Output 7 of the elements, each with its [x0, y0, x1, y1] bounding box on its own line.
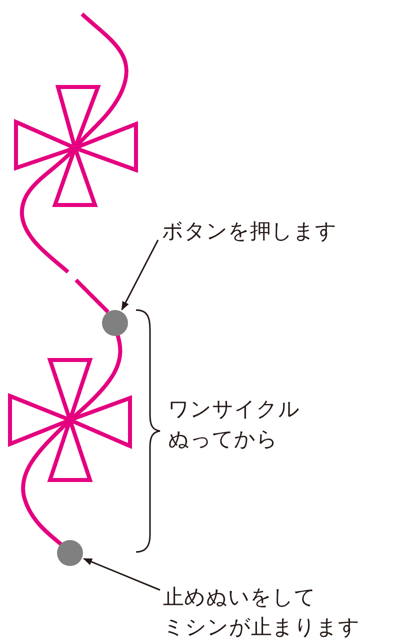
callout-text: ボタンを押します [162, 216, 392, 246]
leader-arrow [121, 240, 159, 310]
stitch-point-dot [57, 540, 83, 566]
note-text: ワンサイクルぬってから [168, 396, 301, 453]
leader-arrow [83, 558, 160, 591]
callout-text: 止めぬいをしてミシンが止まります [163, 582, 403, 641]
stitch-point-dot [102, 310, 128, 336]
